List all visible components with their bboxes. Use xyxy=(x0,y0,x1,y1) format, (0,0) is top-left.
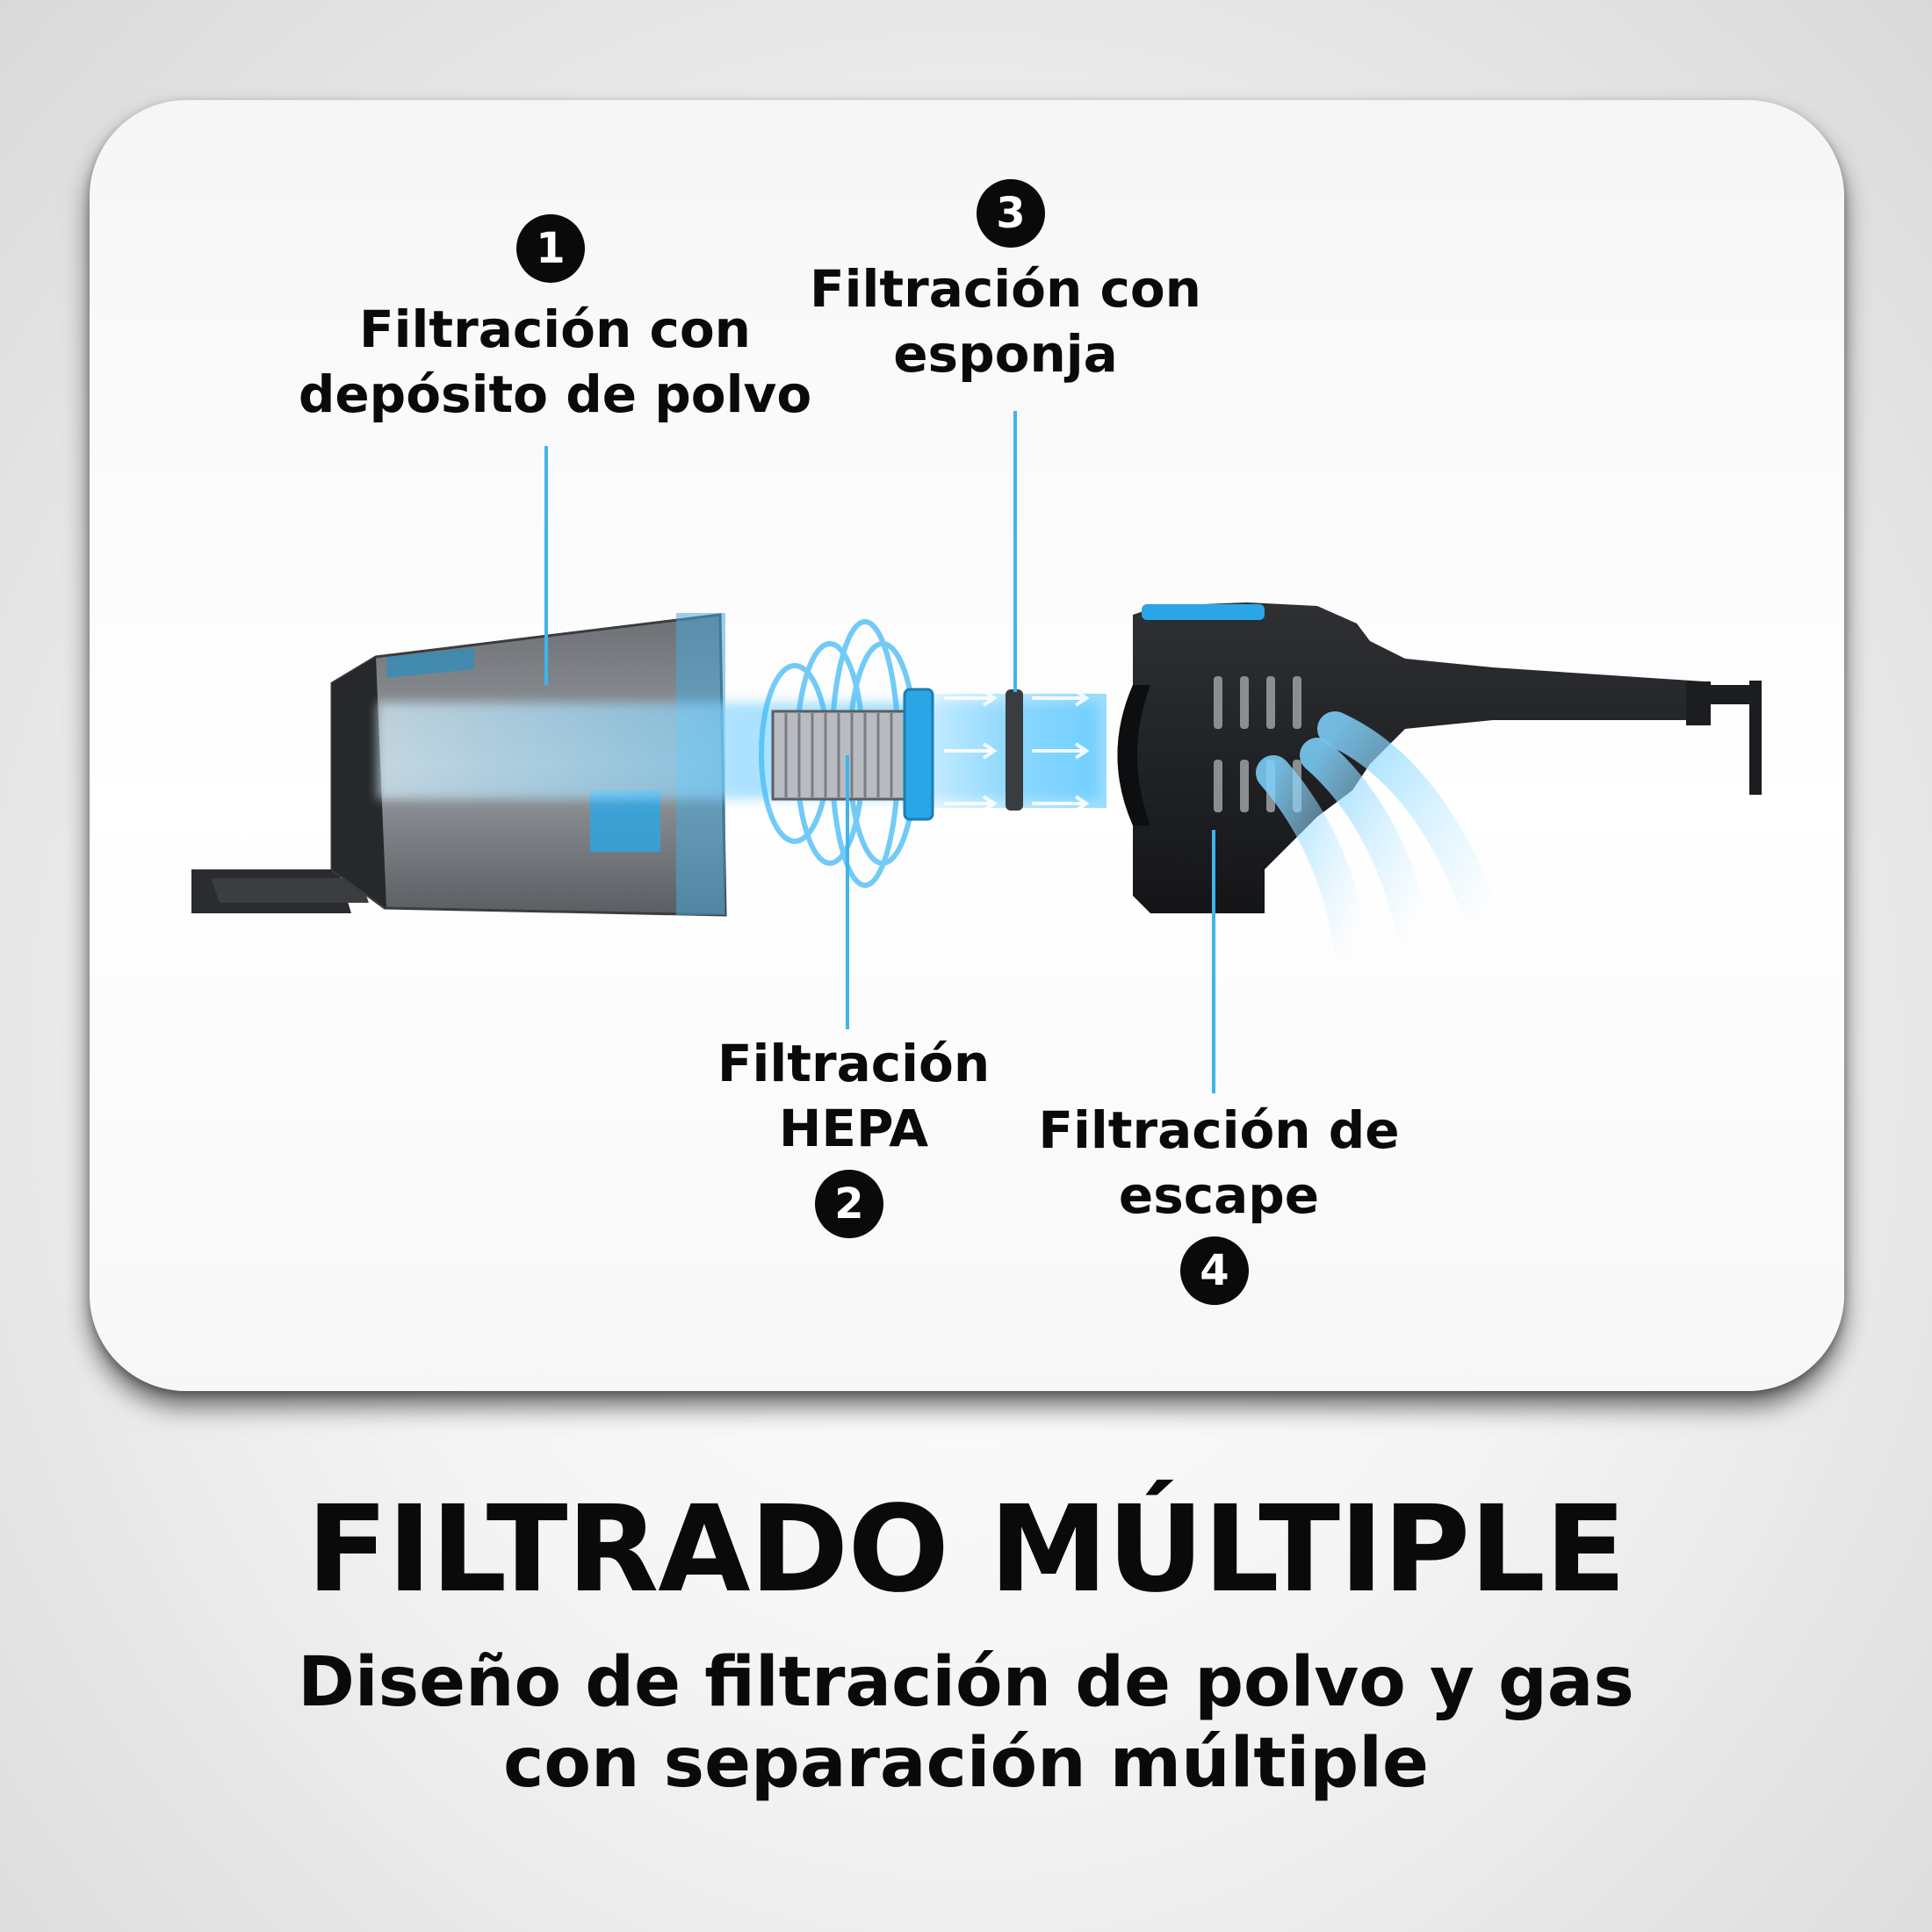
airflow-arrows xyxy=(944,689,1090,812)
sponge-filter xyxy=(1006,689,1023,811)
callout-2-line2: HEPA xyxy=(778,1099,929,1158)
callout-line-2 xyxy=(846,755,849,1029)
callout-line-1 xyxy=(544,446,548,685)
callout-label-dust-container: Filtración con depósito de polvo xyxy=(299,297,811,427)
callout-2-line1: Filtración xyxy=(717,1034,991,1093)
motor-unit xyxy=(1117,602,1762,913)
callout-4-line2: escape xyxy=(1118,1165,1320,1225)
callout-label-sponge: Filtración con esponja xyxy=(810,256,1201,386)
callout-3-line1: Filtración con xyxy=(810,259,1201,319)
callout-number-3: 3 xyxy=(977,179,1045,248)
callout-4-line1: Filtración de xyxy=(1038,1100,1400,1160)
callout-number-4: 4 xyxy=(1180,1236,1249,1305)
page-title: FILTRADO MÚLTIPLE xyxy=(306,1481,1626,1619)
exhaust-airflow xyxy=(1256,711,1502,966)
callout-3-line2: esponja xyxy=(893,324,1118,384)
subtitle-line2: con separación múltiple xyxy=(503,1724,1429,1803)
callout-label-exhaust: Filtración de escape xyxy=(1038,1098,1399,1228)
callout-number-1: 1 xyxy=(516,214,585,283)
callout-number-2: 2 xyxy=(815,1170,883,1238)
callout-label-hepa: Filtración HEPA xyxy=(717,1031,990,1161)
callout-1-line2: depósito de polvo xyxy=(298,364,812,424)
callout-line-4 xyxy=(1212,830,1215,1093)
page-subtitle: Diseño de filtración de polvo y gas con … xyxy=(0,1642,1932,1804)
hepa-filter xyxy=(771,688,934,821)
callout-1-line1: Filtración con xyxy=(359,299,751,359)
callout-line-3 xyxy=(1013,411,1017,692)
subtitle-line1: Diseño de filtración de polvo y gas xyxy=(298,1643,1634,1722)
